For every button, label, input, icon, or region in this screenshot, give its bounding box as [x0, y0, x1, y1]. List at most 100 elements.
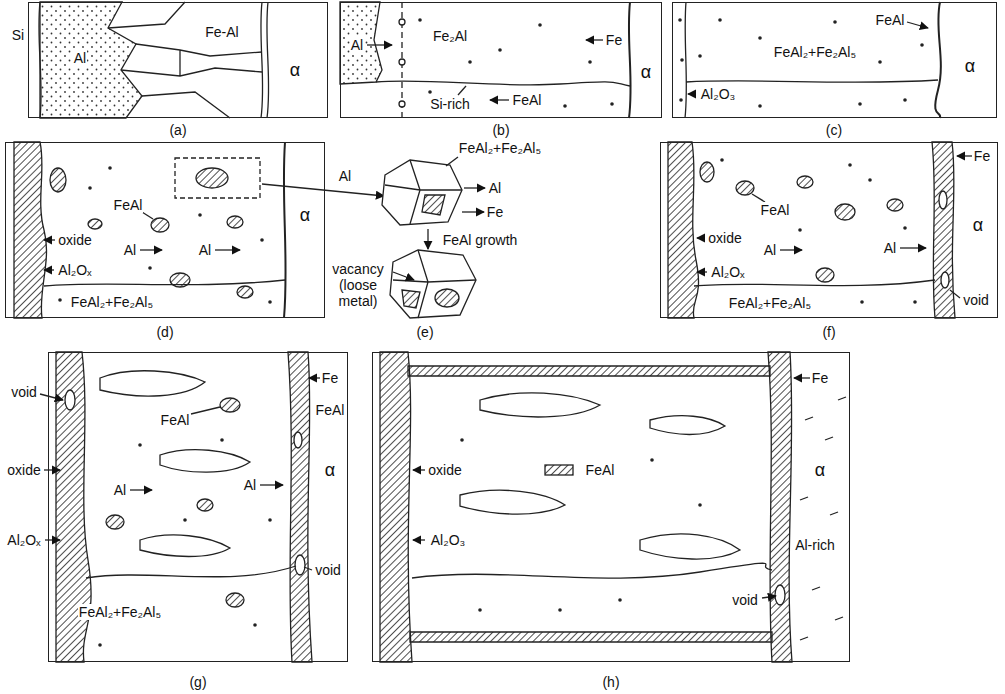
al-rich-marks-shape — [812, 587, 820, 590]
panel-g-art-shape — [100, 371, 205, 396]
panel-h-art-shape — [410, 632, 772, 642]
panel-a-art-shape — [108, 2, 262, 118]
panel-c-art-shape — [685, 2, 686, 118]
particles-shape — [428, 90, 432, 94]
particles-shape — [878, 60, 882, 64]
panel-e-art-shape — [393, 272, 414, 280]
particles-shape — [478, 608, 482, 612]
phase-label: Fe — [605, 32, 623, 48]
panel-f-art-shape — [950, 290, 960, 298]
particles-shape — [833, 20, 837, 24]
panel-e-art-shape — [393, 250, 476, 318]
particles-shape — [58, 298, 62, 302]
al-rich-marks-shape — [800, 497, 808, 500]
phase-label: Si-rich — [429, 96, 471, 112]
panel-g-art-shape — [106, 515, 124, 529]
panel-b-art-shape — [399, 101, 405, 107]
particles-shape — [758, 104, 762, 108]
panel-b-art-shape — [399, 19, 405, 25]
particles-shape — [108, 166, 112, 170]
panel-b-art-shape — [399, 59, 405, 65]
panel-e-art-shape — [390, 250, 476, 318]
panel-d-art-shape — [140, 249, 162, 250]
panel-h-art-shape — [650, 416, 725, 435]
phase-label: Al₂Oₓ — [710, 264, 745, 280]
particles-shape — [698, 503, 702, 507]
panel-d-art-shape — [142, 212, 153, 219]
phase-label: FeAl₂+Fe₂Al₅ — [78, 604, 162, 620]
phase-label: Fe — [486, 204, 504, 220]
phase-label: FeAl — [585, 462, 616, 478]
phase-label: FeAl growth — [442, 232, 519, 248]
particles-shape — [220, 438, 224, 442]
phase-label: Fe₂Al — [432, 28, 468, 44]
panel: SiAlFe-Alα(a) — [5, 0, 335, 140]
particles-shape — [610, 102, 614, 106]
phase-label: Fe-Al — [204, 24, 239, 40]
phase-label: Fe — [811, 370, 829, 386]
phase-label: Al — [113, 482, 127, 498]
panel-e-art-shape — [464, 187, 485, 188]
phase-label: Al — [198, 242, 212, 258]
panel-g-art-shape — [197, 499, 213, 511]
panel-a-art-shape — [261, 2, 269, 118]
panel-d-art-shape — [227, 216, 243, 228]
phase-label: oxide — [6, 462, 41, 478]
panel: voidFeAlFeFeAloxideAlAlαAl₂OₓvoidFeAl₂+F… — [2, 350, 352, 694]
particles-shape — [903, 226, 907, 230]
al-rich-marks-shape — [838, 397, 846, 400]
al-rich-marks-shape — [805, 417, 813, 420]
particles-shape — [253, 623, 257, 627]
particles-shape — [679, 98, 683, 102]
panel-d-art-shape — [151, 218, 169, 232]
phase-label: void — [731, 592, 759, 608]
panel-f-art-shape — [668, 142, 699, 318]
particles-shape — [720, 158, 724, 162]
phase-label: FeAl — [113, 197, 144, 213]
panel-f-art-shape — [957, 155, 972, 156]
particles-shape — [558, 608, 562, 612]
panel-f-art-shape — [887, 199, 903, 211]
panel-d-art-shape — [262, 184, 384, 196]
phase-label: vacancy (loose metal) — [327, 261, 389, 309]
panel-b-art — [340, 2, 631, 118]
phase-label: Al-rich — [794, 537, 836, 553]
phase-label: FeAl — [315, 402, 346, 418]
panel-f-art-shape — [900, 247, 926, 248]
phase-label: α — [964, 56, 976, 77]
particles-shape — [650, 458, 654, 462]
phase-label: α — [299, 205, 311, 226]
panel-g-art-shape — [260, 484, 283, 485]
particles-shape — [903, 98, 907, 102]
al-rich-marks-shape — [825, 437, 833, 440]
phase-label: Al — [488, 180, 502, 196]
panel-h-art-shape — [408, 366, 770, 376]
panel-g-art-shape — [295, 555, 305, 575]
panel-d-art-shape — [175, 158, 260, 198]
panel-g-art-shape — [44, 469, 60, 470]
phase-label: FeAl — [760, 202, 791, 218]
panel-f-art-shape — [797, 176, 813, 188]
phase-label: FeAl₂+Fe₂Al₅ — [728, 295, 812, 311]
panel-e-art-shape — [422, 195, 445, 215]
panel-f-art-shape — [941, 272, 949, 288]
panel-d-art-shape — [44, 280, 285, 286]
panel-g-art-shape — [140, 535, 230, 557]
panel-g-art-shape — [160, 450, 250, 472]
particles-shape — [460, 438, 464, 442]
particles-shape — [798, 228, 802, 232]
panel-f-art-shape — [700, 162, 714, 182]
panel-d-art-shape — [14, 142, 47, 318]
panel-b-art-shape — [376, 81, 630, 86]
particles — [58, 18, 924, 647]
particles-shape — [678, 18, 682, 22]
phase-label: oxide — [427, 462, 462, 478]
panel-f-art-shape — [694, 280, 935, 286]
panel-d-art-shape — [237, 286, 253, 298]
particles-shape — [418, 18, 422, 22]
al-rich-marks — [800, 397, 846, 640]
particles-shape — [148, 266, 152, 270]
particles-shape — [563, 104, 567, 108]
panel-caption: (e) — [415, 324, 434, 340]
